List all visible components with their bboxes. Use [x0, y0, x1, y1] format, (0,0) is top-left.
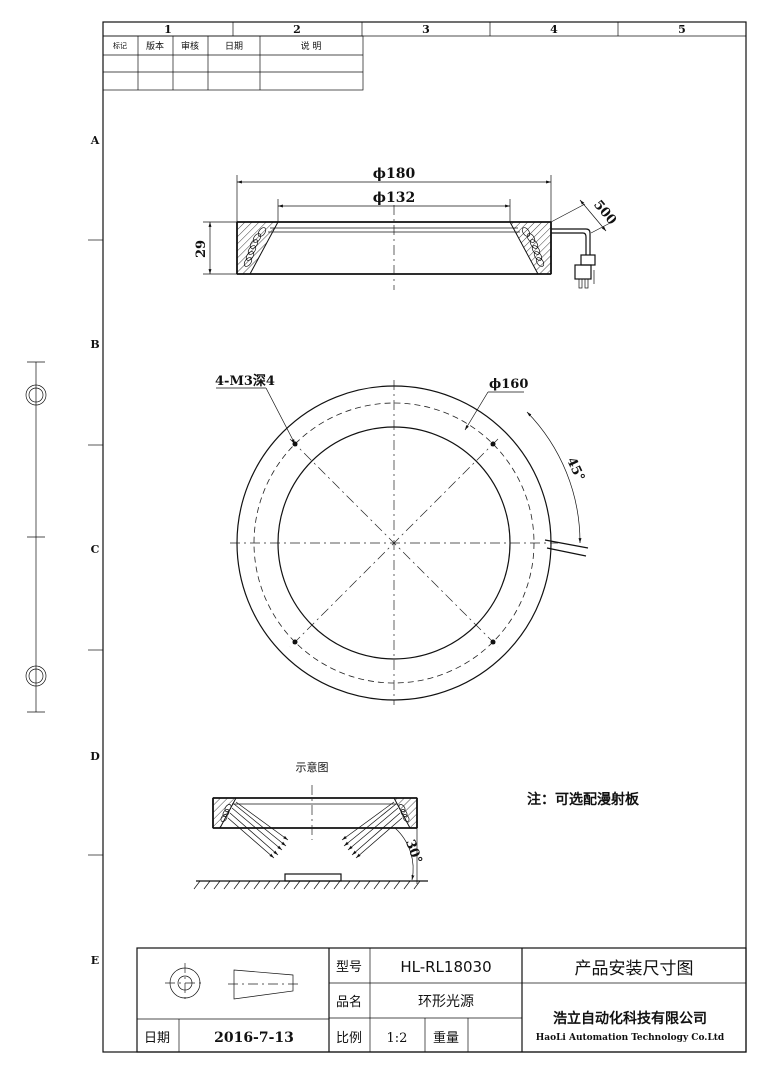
drawing-title: 产品安装尺寸图 — [575, 959, 694, 979]
column-label: 2 — [293, 23, 301, 36]
revision-header: 标记 — [113, 41, 127, 50]
side-view — [203, 175, 613, 290]
column-label: 3 — [422, 23, 430, 36]
mounting-hole — [490, 639, 496, 645]
revision-header: 说 明 — [301, 40, 322, 52]
row-label: A — [90, 134, 100, 147]
schematic-angle: 30° — [402, 838, 425, 866]
row-label: D — [90, 750, 100, 763]
revision-table — [102, 35, 364, 91]
cable-length-dimension: 500 — [590, 198, 619, 228]
hole-callout: 4-M3深4 — [215, 373, 275, 389]
inner-diameter-dimension: ϕ132 — [373, 190, 415, 206]
revision-header: 审核 — [181, 40, 199, 52]
schematic-view — [193, 785, 428, 890]
height-dimension: 29 — [194, 240, 209, 258]
company-name-cn: 浩立自动化科技有限公司 — [553, 1010, 707, 1027]
hole-circle-dimension: ϕ160 — [489, 377, 528, 392]
revision-header: 日期 — [225, 41, 243, 52]
mounting-hole — [292, 639, 298, 645]
binder-hole-icon — [25, 665, 47, 687]
binder-hole-icon — [25, 384, 47, 406]
date-label: 日期 — [144, 1031, 170, 1046]
company-name-en: HaoLi Automation Technology Co.Ltd — [536, 1033, 725, 1043]
angle-dimension: 45° — [563, 455, 587, 484]
name-value: 环形光源 — [418, 994, 474, 1010]
outer-diameter-dimension: ϕ180 — [373, 166, 416, 182]
name-label: 品名 — [336, 994, 362, 1010]
title-block — [136, 947, 747, 1053]
weight-label: 重量 — [433, 1030, 459, 1046]
model-label: 型号 — [336, 960, 362, 975]
scale-label: 比例 — [336, 1031, 362, 1046]
revision-header: 版本 — [146, 40, 164, 52]
date-value: 2016-7-13 — [214, 1030, 294, 1046]
diffuser-note: 注：可选配漫射板 — [527, 791, 640, 808]
column-label: 4 — [550, 23, 558, 36]
schematic-title: 示意图 — [296, 760, 329, 774]
scale-value: 1:2 — [387, 1031, 408, 1046]
row-label: E — [91, 954, 99, 967]
column-label: 1 — [164, 23, 172, 36]
mounting-hole — [490, 441, 496, 447]
row-label: C — [91, 543, 100, 556]
column-label: 5 — [678, 23, 686, 36]
top-view — [216, 380, 589, 705]
projection-cone-icon — [233, 969, 294, 1000]
row-label: B — [90, 338, 99, 351]
model-value: HL-RL18030 — [400, 958, 491, 976]
